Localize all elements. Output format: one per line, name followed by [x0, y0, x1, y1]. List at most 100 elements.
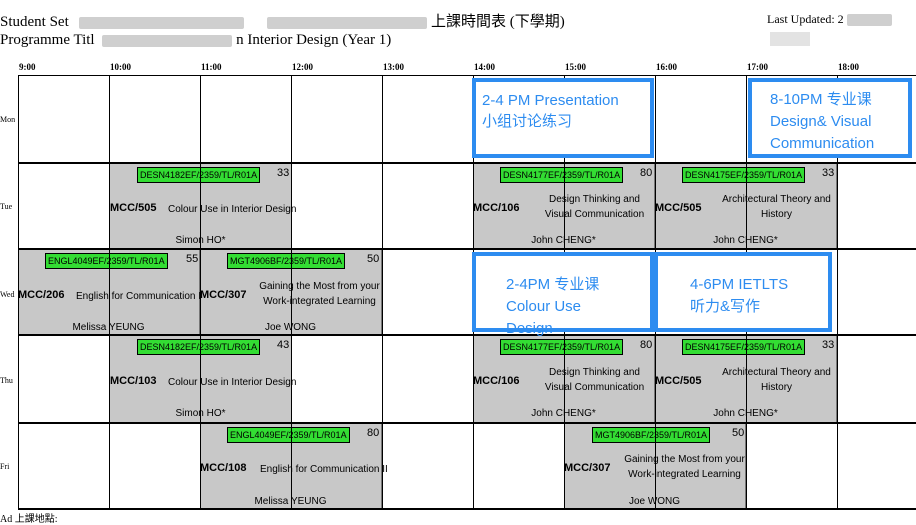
course-code: DESN4177EF/2359/TL/R01A: [500, 339, 624, 355]
room: MCC/206: [18, 289, 65, 301]
course-name: Architectural Theory and History: [722, 194, 831, 220]
course-code: DESN4177EF/2359/TL/R01A: [500, 167, 624, 183]
course-block[interactable]: DESN4182EF/2359/TL/R01A 43 MCC/103 Colou…: [110, 336, 297, 422]
grid-line: [200, 75, 201, 510]
last-updated-label: Last Updated: 2: [767, 12, 844, 26]
note-text: 听力&写作: [690, 298, 761, 315]
course-capacity: 50: [367, 253, 380, 265]
grid-line: [18, 508, 916, 510]
redacted-block: [770, 32, 810, 46]
course-code: MGT4906BF/2359/TL/R01A: [227, 253, 346, 269]
course-code: DESN4175EF/2359/TL/R01A: [682, 339, 806, 355]
time-label: 10:00: [110, 62, 131, 72]
time-label: 12:00: [292, 62, 313, 72]
time-label: 14:00: [474, 62, 495, 72]
note-wed-ielts: 4-6PM IETLTS 听力&写作: [654, 252, 832, 332]
time-label: 17:00: [747, 62, 768, 72]
time-label: 18:00: [838, 62, 859, 72]
room: MCC/307: [200, 289, 247, 301]
note-text: 4-6PM IETLTS: [690, 276, 789, 293]
teacher: Melissa YEUNG: [72, 322, 145, 333]
time-label: 11:00: [201, 62, 222, 72]
teacher: Melissa YEUNG: [254, 496, 327, 507]
course-name: Gaining the Most from your Work-integrat…: [624, 454, 745, 480]
course-name: Design Thinking and Visual Communication: [544, 194, 645, 220]
grid-line: [18, 75, 916, 76]
grid-line: [382, 75, 383, 510]
note-text: Communication: [770, 135, 875, 152]
redacted-block: [102, 34, 233, 47]
course-capacity: 43: [277, 339, 290, 351]
course-name: English for Communication II: [260, 464, 388, 475]
room: MCC/505: [110, 202, 157, 214]
course-code: DESN4182EF/2359/TL/R01A: [137, 167, 261, 183]
room: MCC/106: [473, 375, 520, 387]
note-text: 小组讨论练习: [482, 113, 573, 130]
note-text: 2-4PM 专业课: [506, 276, 600, 293]
note-text: 2-4 PM Presentation: [482, 92, 619, 109]
note-mon-presentation: 2-4 PM Presentation 小组讨论练习: [472, 78, 654, 158]
grid-line: [18, 334, 916, 336]
grid-line: [18, 422, 916, 424]
course-code: DESN4175EF/2359/TL/R01A: [682, 167, 806, 183]
course-code: MGT4906BF/2359/TL/R01A: [592, 427, 711, 443]
course-code: DESN4182EF/2359/TL/R01A: [137, 339, 261, 355]
time-label: 16:00: [656, 62, 677, 72]
grid-line: [837, 75, 838, 510]
course-capacity: 55: [186, 253, 199, 265]
course-code: ENGL4049EF/2359/TL/R01A: [45, 253, 168, 269]
course-capacity: 50: [732, 427, 745, 439]
room: MCC/106: [473, 202, 520, 214]
timetable-header: Student Set 上課時間表 (下學期) Programme Titl n…: [0, 0, 916, 60]
teacher: John CHENG*: [531, 408, 596, 419]
course-code: ENGL4049EF/2359/TL/R01A: [227, 427, 350, 443]
redacted-block: [267, 16, 428, 29]
note-text: 8-10PM 专业课: [770, 91, 872, 108]
student-set-label: Student Set: [0, 14, 69, 30]
teacher: Joe WONG: [264, 322, 317, 333]
course-name: Gaining the Most from your Work-integrat…: [259, 281, 380, 307]
time-label: 9:00: [19, 62, 36, 72]
teacher: John CHENG*: [531, 235, 596, 246]
course-name: English for Communication II: [76, 291, 204, 302]
room: MCC/103: [110, 375, 157, 387]
course-block[interactable]: DESN4182EF/2359/TL/R01A 33 MCC/505 Colou…: [110, 164, 297, 248]
redacted-block: [78, 16, 244, 29]
course-capacity: 80: [640, 167, 653, 179]
teacher: John CHENG*: [713, 235, 778, 246]
course-capacity: 33: [822, 339, 835, 351]
grid-line: [18, 248, 916, 250]
course-capacity: 33: [277, 167, 290, 179]
day-label-thu: Thu: [0, 376, 13, 385]
note-text: Design& Visual: [770, 113, 872, 130]
time-label: 13:00: [383, 62, 404, 72]
day-label-tue: Tue: [0, 202, 13, 211]
course-capacity: 80: [640, 339, 653, 351]
note-wed-colour: 2-4PM 专业课 Colour Use Design: [472, 252, 654, 337]
timetable-grid: DESN4182EF/2359/TL/R01A 33 MCC/505 Colou…: [18, 75, 916, 510]
grid-line: [18, 162, 916, 164]
day-label-wed: Wed: [0, 290, 15, 299]
timetable-title: 上課時間表 (下學期): [431, 14, 565, 30]
room: MCC/505: [655, 202, 702, 214]
student-set-line: Student Set 上課時間表 (下學期): [0, 10, 565, 31]
teacher: Joe WONG: [628, 496, 681, 507]
course-name: Colour Use in Interior Design: [168, 377, 297, 388]
note-mon-design-visual: 8-10PM 专业课 Design& Visual Communication: [748, 78, 912, 158]
programme-title: n Interior Design (Year 1): [236, 32, 392, 48]
course-name: Architectural Theory and History: [722, 367, 831, 393]
course-capacity: 80: [367, 427, 380, 439]
course-capacity: 33: [822, 167, 835, 179]
time-axis: 9:00 10:00 11:00 12:00 13:00 14:00 15:00…: [0, 62, 916, 76]
room: MCC/307: [564, 462, 611, 474]
course-name: Design Thinking and Visual Communication: [544, 367, 645, 393]
programme-title-line: Programme Titl n Interior Design (Year 1…: [0, 32, 391, 49]
redacted-block: [846, 14, 892, 27]
programme-label: Programme Titl: [0, 32, 95, 48]
course-name: Colour Use in Interior Design: [168, 204, 297, 215]
room: MCC/505: [655, 375, 702, 387]
grid-line: [18, 75, 19, 510]
grid-line: [109, 75, 110, 510]
grid-line: [291, 75, 292, 510]
teacher: John CHENG*: [713, 408, 778, 419]
